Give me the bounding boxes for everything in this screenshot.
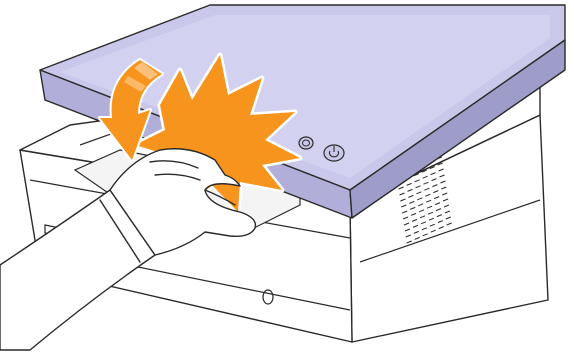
copy-icon <box>299 137 313 149</box>
power-icon <box>324 145 344 161</box>
